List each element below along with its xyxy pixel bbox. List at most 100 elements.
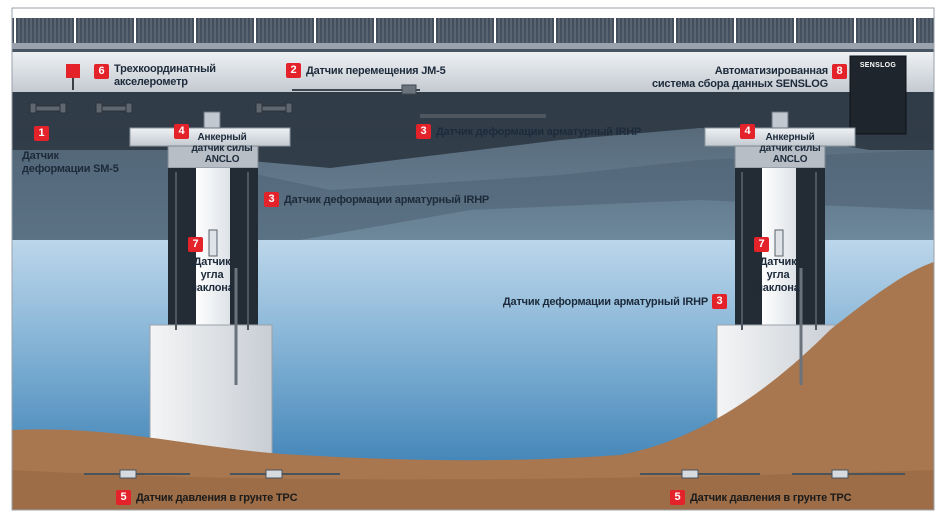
railing-post bbox=[98, 18, 100, 43]
tilt-sensor-right bbox=[774, 229, 784, 257]
railing-post bbox=[810, 18, 812, 43]
railing-posts bbox=[14, 18, 932, 43]
railing-post bbox=[902, 18, 904, 43]
railing-post bbox=[662, 18, 664, 43]
railing-post bbox=[86, 18, 88, 43]
railing-post bbox=[518, 18, 520, 43]
railing-post bbox=[766, 18, 768, 43]
label-irhp-deck: Датчик деформации арматурный IRHP bbox=[436, 126, 642, 138]
railing-post bbox=[286, 18, 288, 43]
railing-post bbox=[650, 18, 652, 43]
irhp-deck-sensor bbox=[420, 114, 546, 118]
railing-post bbox=[382, 18, 384, 43]
railing-post bbox=[606, 18, 608, 43]
label-anchor-right: Анкерный датчик силы ANCLO bbox=[759, 132, 821, 165]
railing-post bbox=[926, 18, 928, 43]
railing-post bbox=[634, 18, 636, 43]
railing-post bbox=[50, 18, 52, 43]
railing-post bbox=[870, 18, 872, 43]
railing-post bbox=[218, 18, 220, 43]
railing-post bbox=[854, 18, 856, 43]
railing-post bbox=[498, 18, 500, 43]
railing-post bbox=[402, 18, 404, 43]
railing-post bbox=[430, 18, 432, 43]
railing-post bbox=[794, 18, 796, 43]
railing-post bbox=[226, 18, 228, 43]
railing-post bbox=[166, 18, 168, 43]
railing-post bbox=[782, 18, 784, 43]
railing-post bbox=[90, 18, 92, 43]
railing-post bbox=[510, 18, 512, 43]
railing-post bbox=[242, 18, 244, 43]
railing-post bbox=[106, 18, 108, 43]
railing-post bbox=[610, 18, 612, 43]
railing-post bbox=[310, 18, 312, 43]
railing-post bbox=[190, 18, 192, 43]
railing-post bbox=[758, 18, 760, 43]
label-senslog-system: Автоматизированная система сбора данных … bbox=[651, 65, 828, 90]
railing-post bbox=[454, 18, 456, 43]
railing-post bbox=[398, 18, 400, 43]
railing-base bbox=[12, 43, 934, 49]
railing-post bbox=[898, 18, 900, 43]
railing-post bbox=[122, 18, 124, 43]
railing-post bbox=[734, 18, 736, 43]
badge-5-left: 5 bbox=[116, 490, 131, 505]
railing-post bbox=[410, 18, 412, 43]
railing-post bbox=[674, 18, 676, 43]
railing-post bbox=[470, 18, 472, 43]
soil-pressure-sensors bbox=[84, 469, 905, 479]
railing-bar bbox=[12, 8, 934, 18]
railing-post bbox=[342, 18, 344, 43]
railing-post bbox=[202, 18, 204, 43]
railing-post bbox=[722, 18, 724, 43]
railing-post bbox=[250, 18, 252, 43]
accelerometer-icon bbox=[66, 64, 80, 78]
railing-post bbox=[66, 18, 68, 43]
railing-post bbox=[34, 18, 36, 43]
railing-post bbox=[362, 18, 364, 43]
railing-post bbox=[566, 18, 568, 43]
badge-3-deck: 3 bbox=[416, 124, 431, 139]
railing-post bbox=[450, 18, 452, 43]
railing-post bbox=[306, 18, 308, 43]
railing-post bbox=[706, 18, 708, 43]
railing-post bbox=[922, 18, 924, 43]
railing-post bbox=[658, 18, 660, 43]
railing-post bbox=[162, 18, 164, 43]
railing-post bbox=[806, 18, 808, 43]
displacement-sensor bbox=[292, 84, 420, 95]
railing-post bbox=[42, 18, 44, 43]
railing-post bbox=[62, 18, 64, 43]
railing-post bbox=[710, 18, 712, 43]
railing-post bbox=[266, 18, 268, 43]
railing-post bbox=[890, 18, 892, 43]
railing-post bbox=[594, 18, 596, 43]
railing-post bbox=[742, 18, 744, 43]
badge-2: 2 bbox=[286, 63, 301, 78]
railing-post bbox=[378, 18, 380, 43]
railing-post bbox=[894, 18, 896, 43]
railing-post bbox=[458, 18, 460, 43]
railing-post bbox=[350, 18, 352, 43]
railing-post bbox=[574, 18, 576, 43]
railing-post bbox=[102, 18, 104, 43]
railing-post bbox=[354, 18, 356, 43]
railing-post bbox=[158, 18, 160, 43]
railing-post bbox=[366, 18, 368, 43]
railing-post bbox=[374, 18, 376, 43]
railing-post bbox=[170, 18, 172, 43]
railing-post bbox=[822, 18, 824, 43]
railing-post bbox=[282, 18, 284, 43]
railing-post bbox=[698, 18, 700, 43]
railing-post bbox=[638, 18, 640, 43]
railing-post bbox=[74, 18, 76, 43]
railing-post bbox=[278, 18, 280, 43]
badge-6: 6 bbox=[94, 64, 109, 79]
railing-post bbox=[562, 18, 564, 43]
railing-post bbox=[602, 18, 604, 43]
label-displacement: Датчик перемещения JM-5 bbox=[306, 65, 446, 77]
railing-post bbox=[18, 18, 20, 43]
railing-post bbox=[614, 18, 616, 43]
railing-post bbox=[522, 18, 524, 43]
